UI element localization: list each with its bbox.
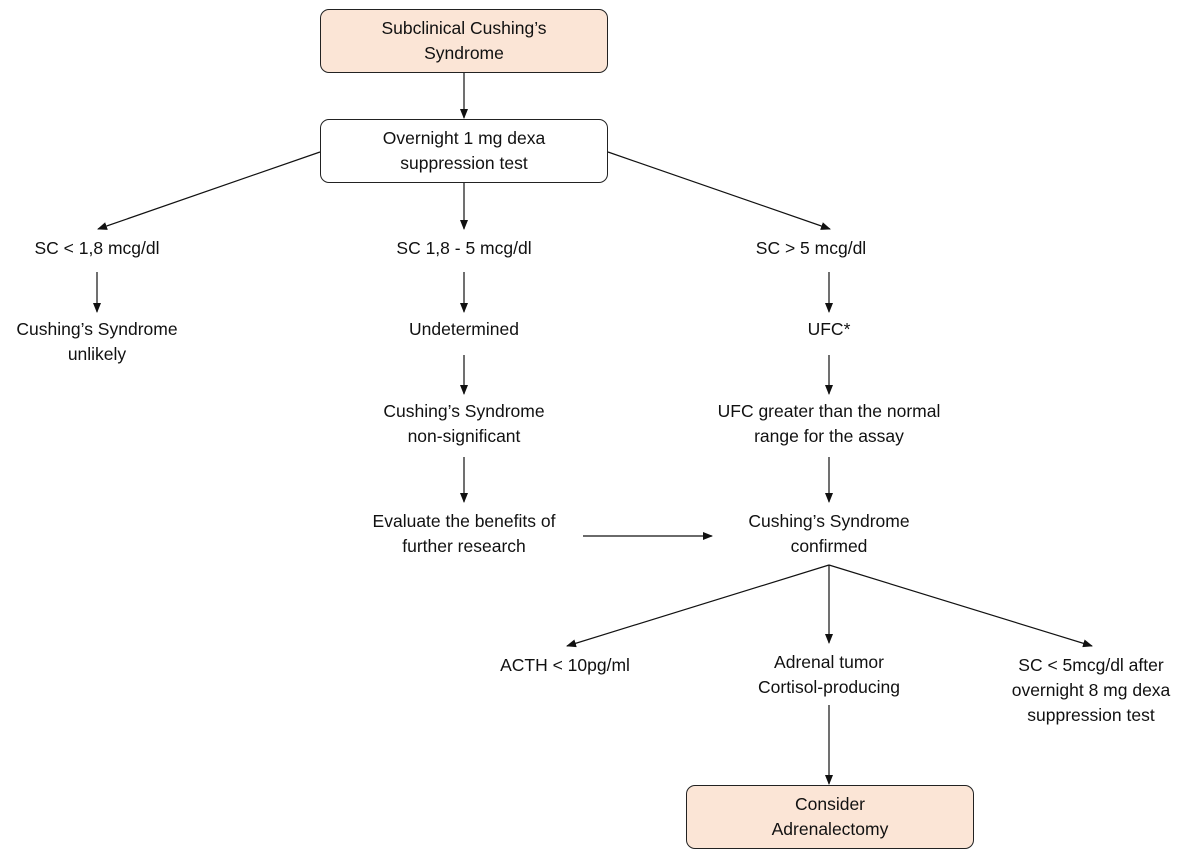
sc-high-node: SC > 5 mcg/dl [756, 236, 866, 261]
acth-node-line-1: ACTH < 10pg/ml [500, 655, 630, 675]
ufc-greater-node: UFC greater than the normal range for th… [718, 399, 941, 449]
dexa-test-node-line-1: Overnight 1 mg dexa [382, 128, 546, 148]
dexa-test-node-line-2: suppression test [400, 153, 528, 173]
evaluate-node-line-1: Evaluate the benefits of [372, 511, 556, 531]
acth-node: ACTH < 10pg/ml [500, 653, 630, 678]
adrenalectomy-node: Consider Adrenalectomy [686, 785, 974, 849]
unlikely-node-line-1: Cushing’s Syndrome [16, 319, 178, 339]
sc-low-node: SC < 1,8 mcg/dl [35, 236, 160, 261]
non-significant-node-line-1: Cushing’s Syndrome [383, 401, 545, 421]
adrenal-tumor-node-line-1: Adrenal tumor [774, 652, 884, 672]
sc-low-node-line-1: SC < 1,8 mcg/dl [34, 238, 160, 258]
undetermined-node: Undetermined [409, 317, 519, 342]
sc-8mg-node-line-2: overnight 8 mg dexa [1011, 680, 1171, 700]
evaluate-node: Evaluate the benefits of further researc… [373, 509, 556, 559]
ufc-greater-node-line-1: UFC greater than the normal [717, 401, 941, 421]
arrow-dexa-to-sc-high [607, 151, 831, 230]
non-significant-node-line-2: non-significant [407, 426, 521, 446]
arrow-confirmed-to-sc-8mg [828, 564, 1093, 648]
non-significant-node: Cushing’s Syndrome non-significant [383, 399, 544, 449]
start-node-line-1: Subclinical Cushing’s [381, 18, 547, 38]
sc-mid-node-line-1: SC 1,8 - 5 mcg/dl [396, 238, 532, 258]
adrenalectomy-node-line-1: Consider [794, 794, 866, 814]
confirmed-node-line-2: confirmed [790, 536, 868, 556]
sc-8mg-node-line-3: suppression test [1027, 705, 1155, 725]
unlikely-node-line-2: unlikely [67, 344, 127, 364]
sc-high-node-line-1: SC > 5 mcg/dl [755, 238, 867, 258]
arrow-dexa-to-sc-low [97, 151, 321, 230]
confirmed-node: Cushing’s Syndrome confirmed [748, 509, 909, 559]
start-node: Subclinical Cushing’s Syndrome [320, 9, 608, 73]
adrenalectomy-node-line-2: Adrenalectomy [771, 819, 889, 839]
ufc-node: UFC* [808, 317, 851, 342]
arrow-confirmed-to-acth [566, 564, 830, 648]
start-node-line-2: Syndrome [424, 43, 504, 63]
sc-8mg-node-line-1: SC < 5mcg/dl after [1018, 655, 1164, 675]
adrenal-tumor-node: Adrenal tumor Cortisol-producing [758, 650, 900, 700]
ufc-greater-node-line-2: range for the assay [754, 426, 904, 446]
evaluate-node-line-2: further research [402, 536, 526, 556]
confirmed-node-line-1: Cushing’s Syndrome [748, 511, 910, 531]
dexa-test-node: Overnight 1 mg dexa suppression test [320, 119, 608, 183]
undetermined-node-line-1: Undetermined [409, 319, 519, 339]
sc-8mg-node: SC < 5mcg/dl after overnight 8 mg dexa s… [1012, 653, 1171, 728]
adrenal-tumor-node-line-2: Cortisol-producing [757, 677, 901, 697]
sc-mid-node: SC 1,8 - 5 mcg/dl [396, 236, 531, 261]
ufc-node-line-1: UFC* [807, 319, 851, 339]
unlikely-node: Cushing’s Syndrome unlikely [16, 317, 177, 367]
